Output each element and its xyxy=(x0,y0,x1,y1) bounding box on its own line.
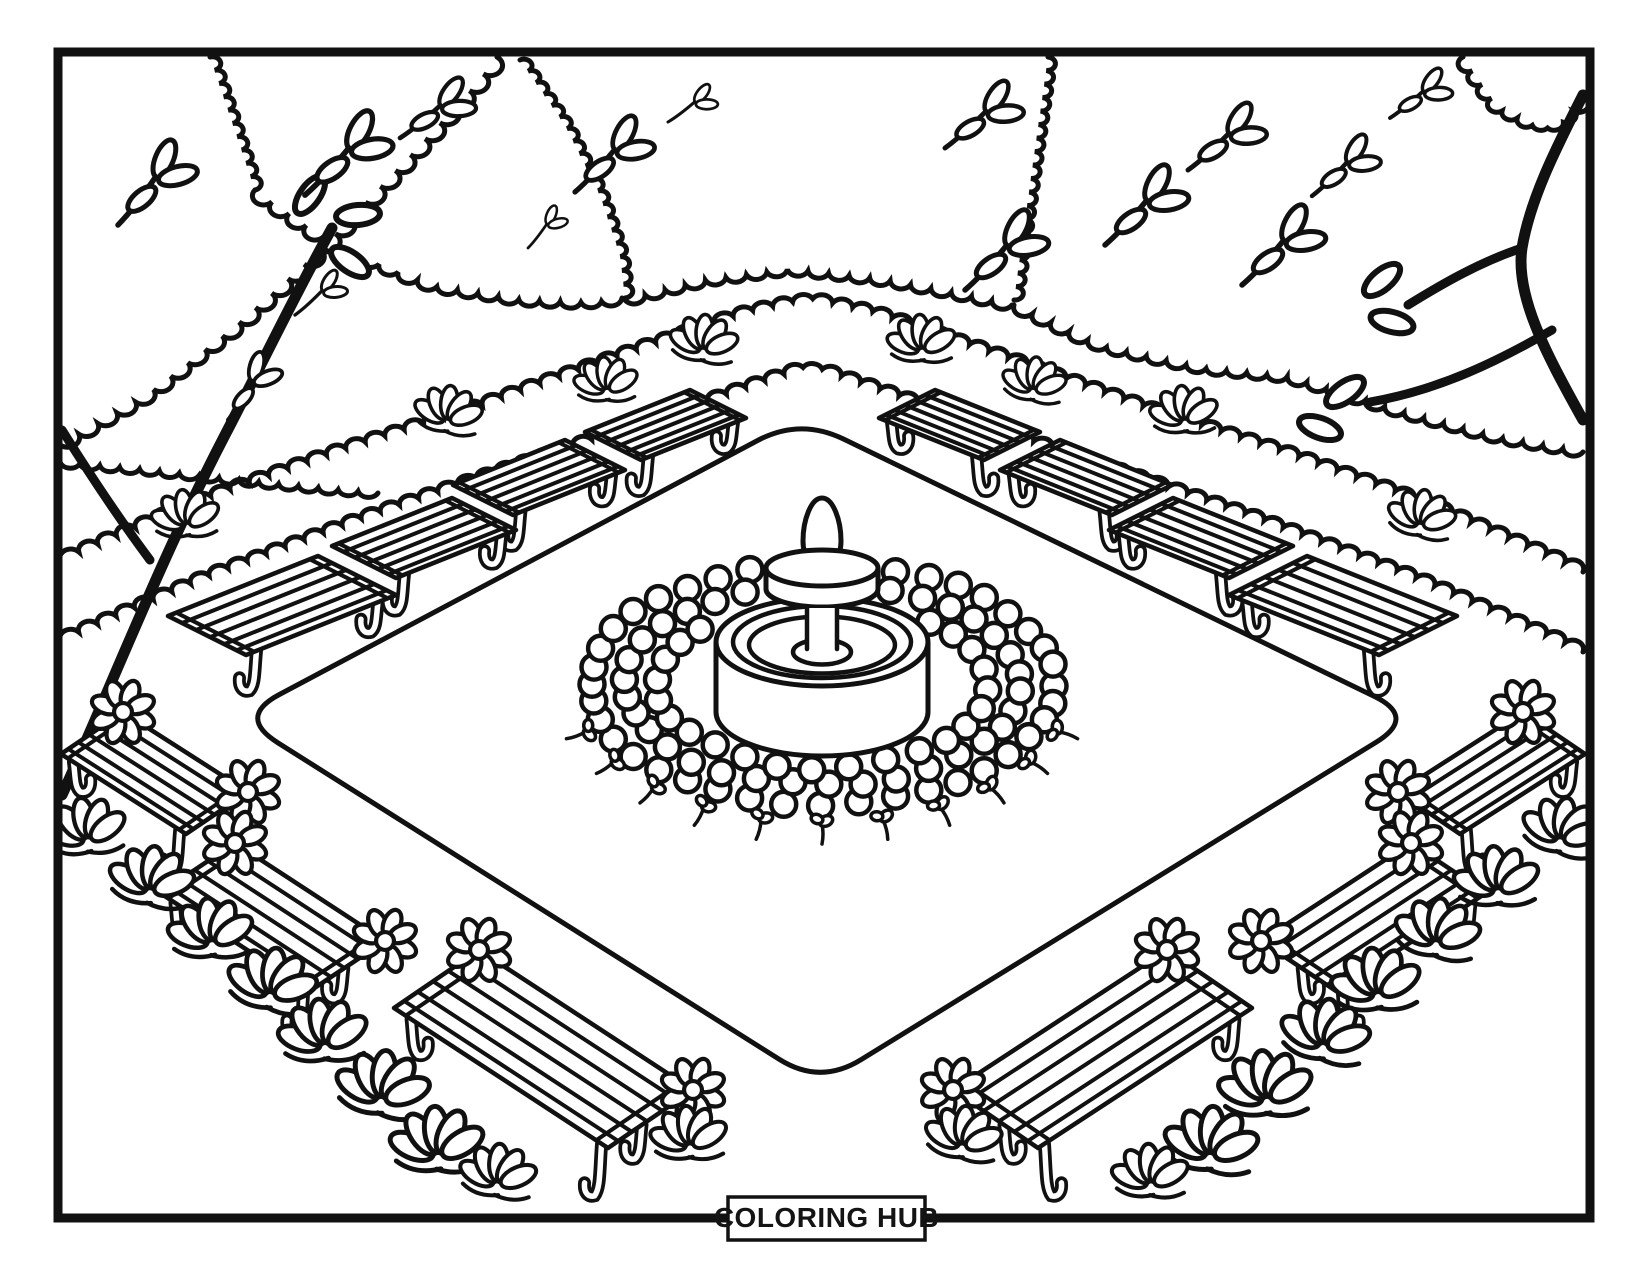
hedge-plant xyxy=(668,312,740,367)
leaf-plant xyxy=(387,1103,486,1175)
brand-label: COLORING HUB xyxy=(714,1195,939,1242)
flower-daisy xyxy=(1227,907,1295,975)
brand-label-box xyxy=(726,1195,927,1242)
leaf-plant xyxy=(165,895,255,960)
leaf-sprig xyxy=(1185,100,1270,173)
ring-sprout xyxy=(925,794,952,828)
leaf-plant xyxy=(924,1103,1004,1165)
ring-sprout xyxy=(1016,748,1050,776)
hedge-plant xyxy=(413,383,485,438)
park-bench-back-row xyxy=(1106,495,1296,618)
flower-ring xyxy=(564,554,1080,846)
leaf-sprig xyxy=(397,75,479,141)
leaf-sprig xyxy=(302,108,396,198)
hedge-plant xyxy=(1001,355,1068,406)
scene xyxy=(58,54,1590,1203)
leaf-plant xyxy=(648,1103,728,1162)
leaf-sprig xyxy=(115,137,200,228)
leaf-plant xyxy=(1216,1048,1314,1119)
flower-daisy xyxy=(1364,758,1432,826)
flower-daisy xyxy=(1377,809,1445,877)
park-bench-back-row xyxy=(997,437,1175,553)
leaf-sprig xyxy=(1388,66,1455,120)
flower-daisy xyxy=(351,907,419,975)
flower-daisy xyxy=(201,809,269,877)
leaf-plant xyxy=(1109,1141,1190,1200)
ring-sprout xyxy=(869,808,895,842)
leaf-plant xyxy=(1328,945,1422,1013)
ring-sprout xyxy=(594,747,627,776)
leaf-plant xyxy=(1521,795,1590,861)
park-bench-back-row xyxy=(165,553,399,698)
flower-daisy xyxy=(1133,916,1201,984)
brand-label-text: COLORING HUB xyxy=(714,1202,939,1233)
park-bench-front-row xyxy=(391,947,696,1203)
tree-trunk xyxy=(1296,89,1589,444)
flower-daisy xyxy=(919,1056,987,1124)
ring-sprout xyxy=(750,807,775,842)
flower-daisy xyxy=(1489,678,1557,746)
leaf-sprig xyxy=(1102,162,1192,248)
leaf-sprig xyxy=(526,204,569,250)
flower-daisy xyxy=(214,758,282,826)
leaf-sprig xyxy=(225,349,285,423)
flower-daisy xyxy=(445,916,513,984)
park-bench-back-row xyxy=(1226,553,1460,698)
ring-sprout xyxy=(809,812,835,846)
park-bench-front-row xyxy=(950,947,1255,1203)
ring-sprout xyxy=(564,717,598,743)
park-bench-back-row xyxy=(329,495,519,618)
leaf-sprig xyxy=(293,268,350,317)
leaf-plant xyxy=(58,795,127,857)
leaf-sprig xyxy=(572,113,657,195)
hedge-plant xyxy=(1386,487,1458,543)
park-bench-back-row xyxy=(582,387,749,498)
hedge xyxy=(58,292,1587,655)
hedge-plant xyxy=(149,487,221,539)
hedge-plant xyxy=(885,312,957,365)
leaf-sprig xyxy=(666,82,720,124)
leaf-plant xyxy=(1393,895,1483,964)
ring-sprout xyxy=(692,793,718,828)
leaf-sprig xyxy=(962,207,1052,293)
hedge-plant xyxy=(572,355,639,403)
park-bench-back-row xyxy=(450,437,628,553)
leaf-plant xyxy=(1279,996,1373,1068)
leaf-plant xyxy=(1162,1103,1261,1178)
leaf-plant xyxy=(1451,843,1541,908)
leaf-plant xyxy=(275,996,369,1064)
leaf-sprig xyxy=(1239,202,1329,288)
hedge-plant xyxy=(1147,383,1219,435)
flower-daisy xyxy=(659,1056,727,1124)
ring-sprout xyxy=(638,773,667,805)
leaf-sprig xyxy=(942,78,1027,151)
leaf-plant xyxy=(458,1141,539,1202)
park-bench-back-row xyxy=(876,387,1043,498)
ring-sprout xyxy=(1045,718,1080,743)
flower-daisy xyxy=(89,678,157,746)
fountain xyxy=(713,495,931,759)
ring-sprout xyxy=(975,774,1006,805)
leaf-sprig xyxy=(1309,132,1383,199)
